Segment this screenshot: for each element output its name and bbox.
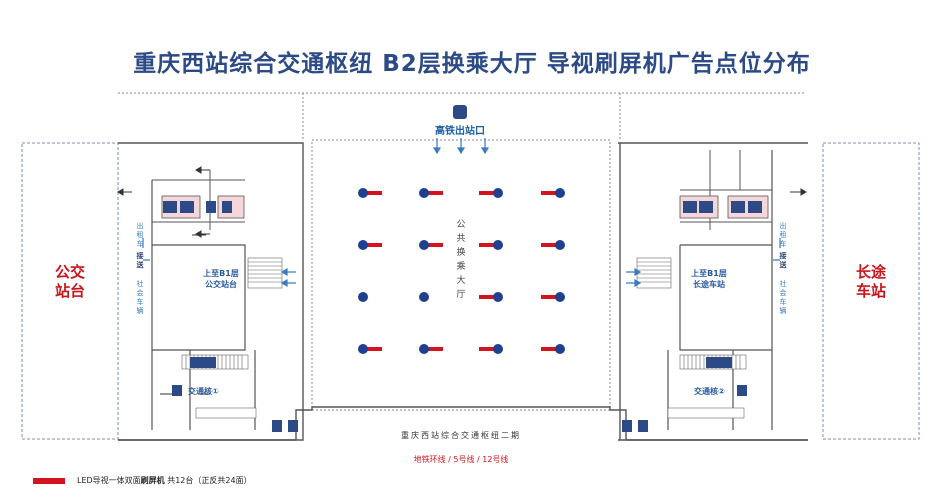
column-point [493,240,503,250]
left-taxi-char: 出 [136,222,144,230]
hsr-exit-label: 高铁出站口 [435,126,485,137]
led-screen-marker [366,347,382,351]
accessible-restroom-icon [699,201,713,213]
left-social-char: 社 [136,280,144,288]
right-core-label: 交通核② [694,387,725,396]
accessible-icon [622,420,632,432]
left-pickup-char: 送 [136,261,144,269]
bus-station-line1: 公交 [54,263,85,281]
right-pickup-char: 接 [779,252,787,260]
metro-label: 地铁环线 / 5号线 / 12号线 [413,455,509,464]
left-pickup-char: 接 [136,252,144,260]
left-up-line1: 上至B1层 [203,269,239,278]
left-social-char: 车 [136,298,144,306]
left-pickup-label: 接 送 [135,252,145,270]
restroom-icon [163,201,177,213]
right-social-char: 社 [779,280,787,288]
right-up-line2: 长途车站 [693,280,725,289]
right-pickup-char: 送 [779,261,787,269]
left-up-b1-label: 上至B1层 公交站台 [196,268,246,290]
led-screen-marker [479,191,495,195]
elevator-icon [172,385,182,396]
right-pickup-label: 接 送 [778,252,788,270]
led-screen-marker [479,347,495,351]
led-screen-marker [427,191,443,195]
coach-station-line2: 车站 [855,282,886,300]
coach-station-label: 长途 车站 [823,263,919,301]
led-screen-marker [427,347,443,351]
led-screen-marker [427,243,443,247]
left-taxi-char: 车 [136,240,144,248]
column-point [493,344,503,354]
left-social-char: 辆 [136,307,144,315]
right-taxi-char: 车 [779,240,787,248]
restroom-icon [206,201,216,213]
accessible-escalator-icon [190,357,216,368]
column-point [358,188,368,198]
left-social-vehicle-label: 社 会 车 辆 [135,280,145,316]
led-screen-marker [541,243,557,247]
right-social-vehicle-label: 社 会 车 辆 [778,280,788,316]
page-title: 重庆西站综合交通枢纽 B2层换乘大厅 导视刷屏机广告点位分布 [133,51,811,77]
right-social-char: 辆 [779,307,787,315]
public-transfer-hall-label: 公共换乘大厅 [456,220,466,300]
phase2-label: 重庆西站综合交通枢纽二期 [401,431,521,440]
column-point [493,292,503,302]
left-social-char: 会 [136,289,144,297]
legend-bold: 刷屏机 [140,476,165,485]
led-screen-marker [479,243,495,247]
screen-points [358,188,565,354]
bus-station-label: 公交 站台 [22,263,118,301]
column-point [555,292,565,302]
accessible-icon [288,420,298,432]
led-screen-marker [366,191,382,195]
elevator-icon [737,385,747,396]
right-taxi-label: 出 租 车 [778,222,788,249]
train-icon [453,105,467,119]
led-screen-marker [366,243,382,247]
restroom-icon [731,201,745,213]
legend-prefix: LED导视一体双面 [77,476,141,485]
led-screen-marker [541,191,557,195]
column-point [419,344,429,354]
right-social-char: 会 [779,289,787,297]
column-point [358,240,368,250]
restroom-icon [748,201,762,213]
led-screen-marker [541,295,557,299]
column-point [419,240,429,250]
restroom-icon [222,201,232,213]
led-screen-marker [479,295,495,299]
column-point [555,240,565,250]
elevator-icon [272,420,282,432]
right-taxi-char: 租 [779,231,787,239]
legend-swatch [33,478,65,484]
column-point [555,344,565,354]
left-up-line2: 公交站台 [205,280,237,289]
restroom-icon [683,201,697,213]
column-point [358,344,368,354]
accessible-restroom-icon [180,201,194,213]
right-social-char: 车 [779,298,787,306]
left-taxi-label: 出 租 车 [135,222,145,249]
led-screen-marker [541,347,557,351]
elevator-icon [638,420,648,432]
column-point [493,188,503,198]
coach-station-line1: 长途 [855,263,886,281]
legend-suffix: 共12台（正反共24面） [164,476,252,485]
bus-station-line2: 站台 [54,282,85,300]
column-point [358,292,368,302]
column-point [419,292,429,302]
right-up-b1-label: 上至B1层 长途车站 [684,268,734,290]
column-point [555,188,565,198]
left-core-label: 交通核① [188,387,219,396]
right-taxi-char: 出 [779,222,787,230]
left-taxi-char: 租 [136,231,144,239]
legend-text: LED导视一体双面刷屏机 共12台（正反共24面） [77,475,252,486]
right-up-line1: 上至B1层 [691,269,727,278]
column-point [419,188,429,198]
accessible-escalator-icon [706,357,732,368]
